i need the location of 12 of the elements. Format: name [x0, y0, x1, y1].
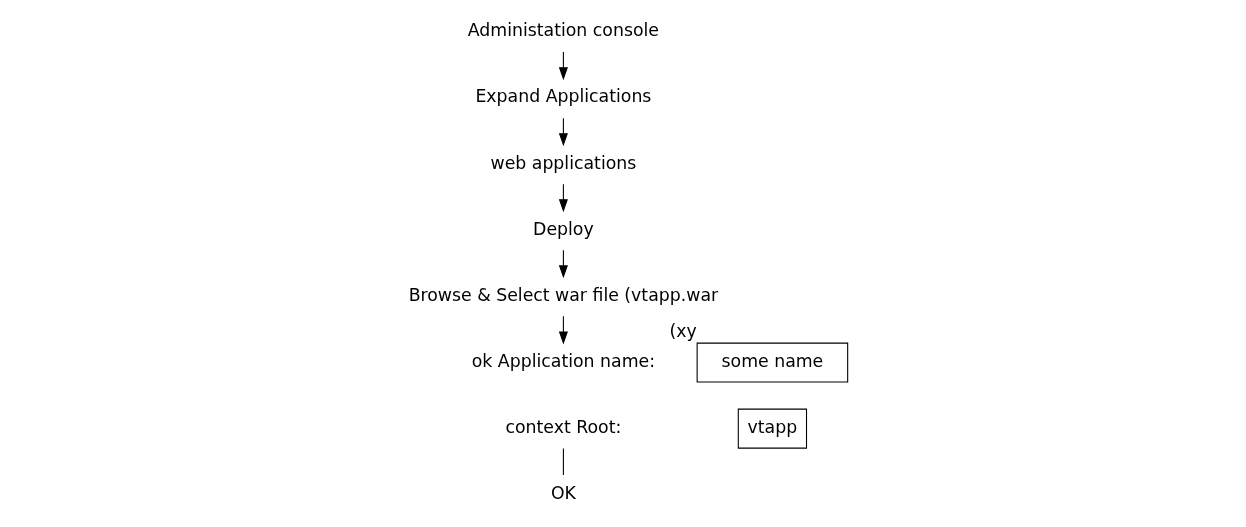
- node-box: vtapp: [737, 408, 807, 449]
- node-text: Administation console: [467, 20, 659, 41]
- node-text: Browse & Select war file (vtapp.war: [408, 284, 718, 305]
- node-box: some name: [696, 342, 848, 383]
- node-text: Expand Applications: [474, 86, 651, 107]
- node-text: ok Application name:: [471, 350, 655, 371]
- node-label: (xy: [668, 321, 697, 342]
- node-text: OK: [550, 482, 576, 503]
- connector: [562, 447, 564, 476]
- node-text: Deploy: [532, 218, 594, 239]
- node-text: context Root:: [504, 416, 621, 437]
- node-text: web applications: [489, 152, 636, 173]
